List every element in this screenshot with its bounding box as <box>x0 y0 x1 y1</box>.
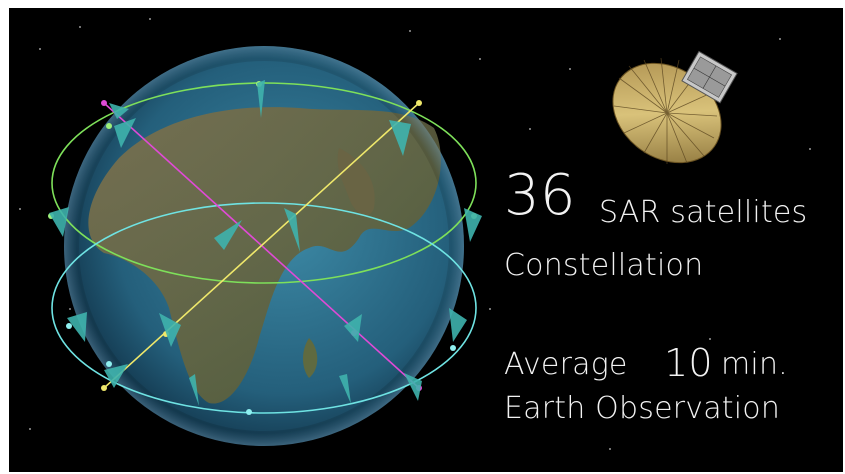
star <box>709 338 711 340</box>
star <box>39 48 41 50</box>
constellation-label: Constellation <box>504 248 704 283</box>
star <box>779 38 781 40</box>
earth-observation-label: Earth Observation <box>504 391 781 426</box>
sar-satellite-icon <box>612 50 738 164</box>
star <box>609 448 611 450</box>
star <box>809 148 811 150</box>
space-background: 36 SAR satellites Constellation Average … <box>9 8 843 472</box>
star <box>479 58 481 60</box>
revisit-unit: min. <box>721 347 788 382</box>
revisit-value: 10 <box>664 341 713 385</box>
star <box>149 18 151 20</box>
star <box>569 68 571 70</box>
star <box>489 308 491 310</box>
satellite-count: 36 <box>504 163 576 228</box>
star <box>79 26 81 28</box>
average-label: Average <box>504 347 628 382</box>
orbit-cyan <box>51 202 477 414</box>
star <box>19 208 21 210</box>
satellite-label: SAR satellites <box>599 195 808 230</box>
earth-globe-icon <box>48 31 482 461</box>
star <box>409 30 411 32</box>
satellite-marker-icon <box>49 80 482 406</box>
star <box>29 428 31 430</box>
orbit-yellow <box>103 102 420 389</box>
star <box>69 308 71 310</box>
star <box>529 128 531 130</box>
atmosphere <box>64 46 464 446</box>
